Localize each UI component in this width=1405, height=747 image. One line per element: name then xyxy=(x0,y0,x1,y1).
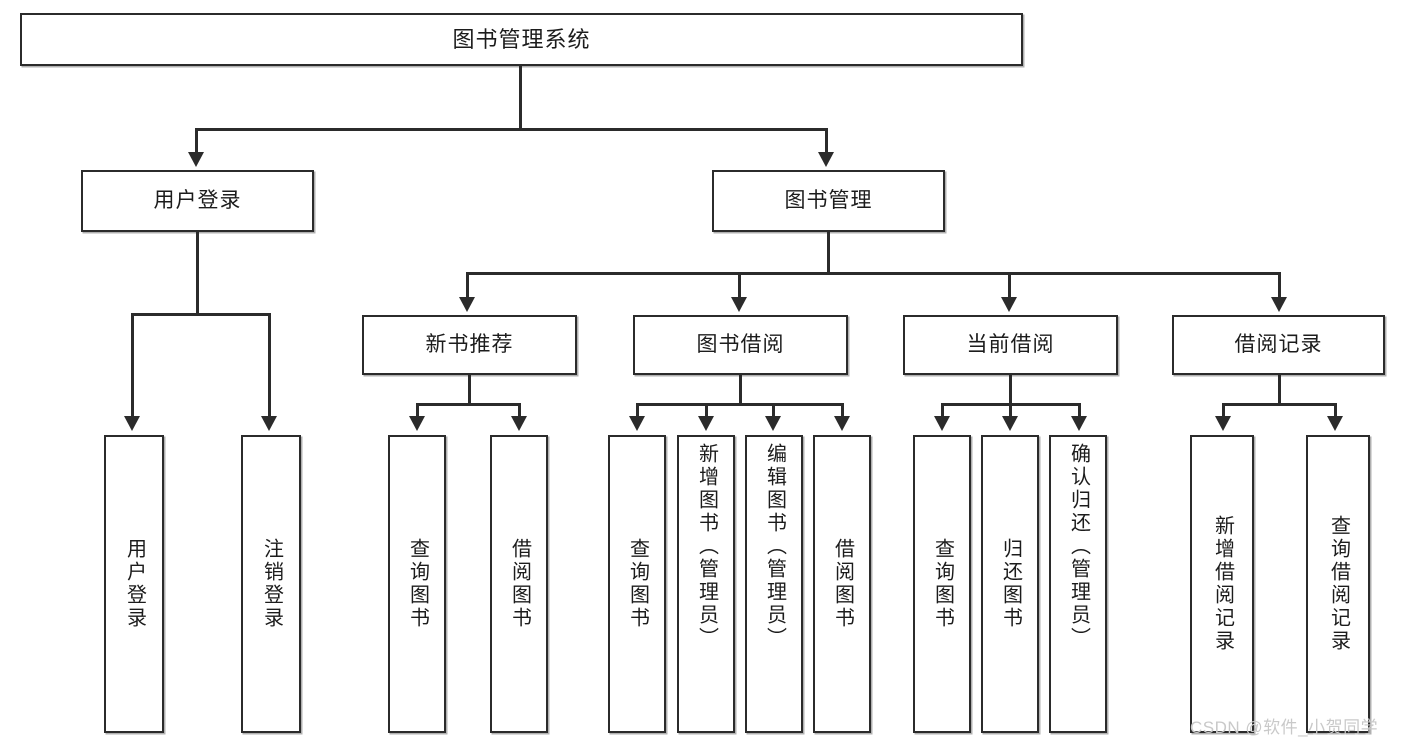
connector-drop-book-borrow xyxy=(738,272,741,299)
connector-drop-leaf-add-record xyxy=(1222,403,1225,418)
connector-new-book-stem xyxy=(468,375,471,405)
arrowhead-leaf-borrow-1 xyxy=(511,416,527,431)
node-label: 图书管理系统 xyxy=(452,26,591,52)
leaf-borrow-book-1[interactable]: 借阅图书 xyxy=(490,435,548,733)
arrowhead-borrow-record xyxy=(1271,297,1287,312)
connector-drop-leaf-query-2 xyxy=(636,403,639,418)
leaf-edit-book[interactable]: 编辑图书（管理员） xyxy=(745,435,803,733)
leaf-add-book[interactable]: 新增图书（管理员） xyxy=(677,435,735,733)
connector-drop-new-book xyxy=(466,272,469,299)
connector-level3-bus xyxy=(466,272,1281,275)
node-label: 编辑图书（管理员） xyxy=(763,443,786,650)
leaf-query-record[interactable]: 查询借阅记录 xyxy=(1306,435,1370,733)
connector-new-book-bus xyxy=(416,403,521,406)
node-current-borrow[interactable]: 当前借阅 xyxy=(903,315,1118,375)
node-label: 借阅图书 xyxy=(831,538,854,630)
connector-book-borrow-stem xyxy=(739,375,742,405)
node-label: 新增借阅记录 xyxy=(1211,515,1234,653)
connector-level2-bus xyxy=(195,128,828,131)
node-label: 归还图书 xyxy=(999,538,1022,630)
node-label: 新增图书（管理员） xyxy=(695,443,718,650)
connector-drop-leaf-logout xyxy=(268,313,271,418)
node-label: 用户登录 xyxy=(123,538,146,630)
connector-drop-leaf-edit-book xyxy=(772,403,775,418)
node-label: 用户登录 xyxy=(153,188,242,212)
connector-drop-leaf-user-login xyxy=(131,313,134,418)
leaf-query-book-3[interactable]: 查询图书 xyxy=(913,435,971,733)
node-root-system[interactable]: 图书管理系统 xyxy=(20,13,1023,66)
connector-drop-user-login xyxy=(195,128,198,155)
node-label: 查询图书 xyxy=(406,538,429,630)
arrowhead-leaf-logout xyxy=(261,416,277,431)
leaf-borrow-book-2[interactable]: 借阅图书 xyxy=(813,435,871,733)
node-label: 当前借阅 xyxy=(966,332,1055,356)
arrowhead-new-book xyxy=(459,297,475,312)
node-label: 查询图书 xyxy=(626,538,649,630)
node-book-manage[interactable]: 图书管理 xyxy=(712,170,945,232)
arrowhead-current-borrow xyxy=(1001,297,1017,312)
connector-drop-leaf-query-record xyxy=(1334,403,1337,418)
node-label: 借阅记录 xyxy=(1234,332,1323,356)
node-label: 查询图书 xyxy=(931,538,954,630)
arrowhead-leaf-edit-book xyxy=(765,416,781,431)
arrowhead-leaf-user-login xyxy=(124,416,140,431)
leaf-user-login[interactable]: 用户登录 xyxy=(104,435,164,733)
connector-drop-leaf-borrow-2 xyxy=(841,403,844,418)
arrowhead-leaf-query-record xyxy=(1327,416,1343,431)
connector-book-manage-stem xyxy=(827,232,830,274)
connector-drop-leaf-confirm-return xyxy=(1078,403,1081,418)
node-label: 注销登录 xyxy=(260,538,283,630)
connector-drop-borrow-record xyxy=(1278,272,1281,299)
connector-borrow-record-bus xyxy=(1222,403,1337,406)
arrowhead-leaf-query-1 xyxy=(409,416,425,431)
node-label: 图书借阅 xyxy=(696,332,785,356)
node-label: 借阅图书 xyxy=(508,538,531,630)
node-user-login[interactable]: 用户登录 xyxy=(81,170,314,232)
connector-drop-leaf-add-book xyxy=(705,403,708,418)
node-borrow-record[interactable]: 借阅记录 xyxy=(1172,315,1385,375)
leaf-logout-login[interactable]: 注销登录 xyxy=(241,435,301,733)
connector-user-login-bus xyxy=(131,313,271,316)
leaf-add-record[interactable]: 新增借阅记录 xyxy=(1190,435,1254,733)
node-label: 新书推荐 xyxy=(425,332,514,356)
connector-drop-current-borrow xyxy=(1008,272,1011,299)
arrowhead-book-borrow xyxy=(731,297,747,312)
connector-borrow-record-stem xyxy=(1278,375,1281,405)
arrowhead-book-manage xyxy=(818,152,834,167)
connector-drop-leaf-query-3 xyxy=(941,403,944,418)
leaf-return-book[interactable]: 归还图书 xyxy=(981,435,1039,733)
leaf-query-book-1[interactable]: 查询图书 xyxy=(388,435,446,733)
leaf-confirm-return[interactable]: 确认归还（管理员） xyxy=(1049,435,1107,733)
connector-book-borrow-bus xyxy=(636,403,844,406)
node-label: 查询借阅记录 xyxy=(1327,515,1350,653)
connector-current-borrow-stem xyxy=(1009,375,1012,405)
arrowhead-leaf-return-book xyxy=(1002,416,1018,431)
arrowhead-user-login xyxy=(188,152,204,167)
connector-drop-book-manage xyxy=(825,128,828,155)
connector-drop-leaf-query-1 xyxy=(416,403,419,418)
node-book-borrow[interactable]: 图书借阅 xyxy=(633,315,848,375)
arrowhead-leaf-query-2 xyxy=(629,416,645,431)
node-label: 确认归还（管理员） xyxy=(1067,443,1090,650)
leaf-query-book-2[interactable]: 查询图书 xyxy=(608,435,666,733)
arrowhead-leaf-confirm-return xyxy=(1071,416,1087,431)
connector-root-stem-main xyxy=(519,66,522,129)
node-new-book-recommend[interactable]: 新书推荐 xyxy=(362,315,577,375)
connector-drop-leaf-return-book xyxy=(1009,403,1012,418)
arrowhead-leaf-add-book xyxy=(698,416,714,431)
arrowhead-leaf-borrow-2 xyxy=(834,416,850,431)
arrowhead-leaf-query-3 xyxy=(934,416,950,431)
node-label: 图书管理 xyxy=(784,188,873,212)
arrowhead-leaf-add-record xyxy=(1215,416,1231,431)
connector-drop-leaf-borrow-1 xyxy=(518,403,521,418)
connector-user-login-stem xyxy=(196,232,199,315)
